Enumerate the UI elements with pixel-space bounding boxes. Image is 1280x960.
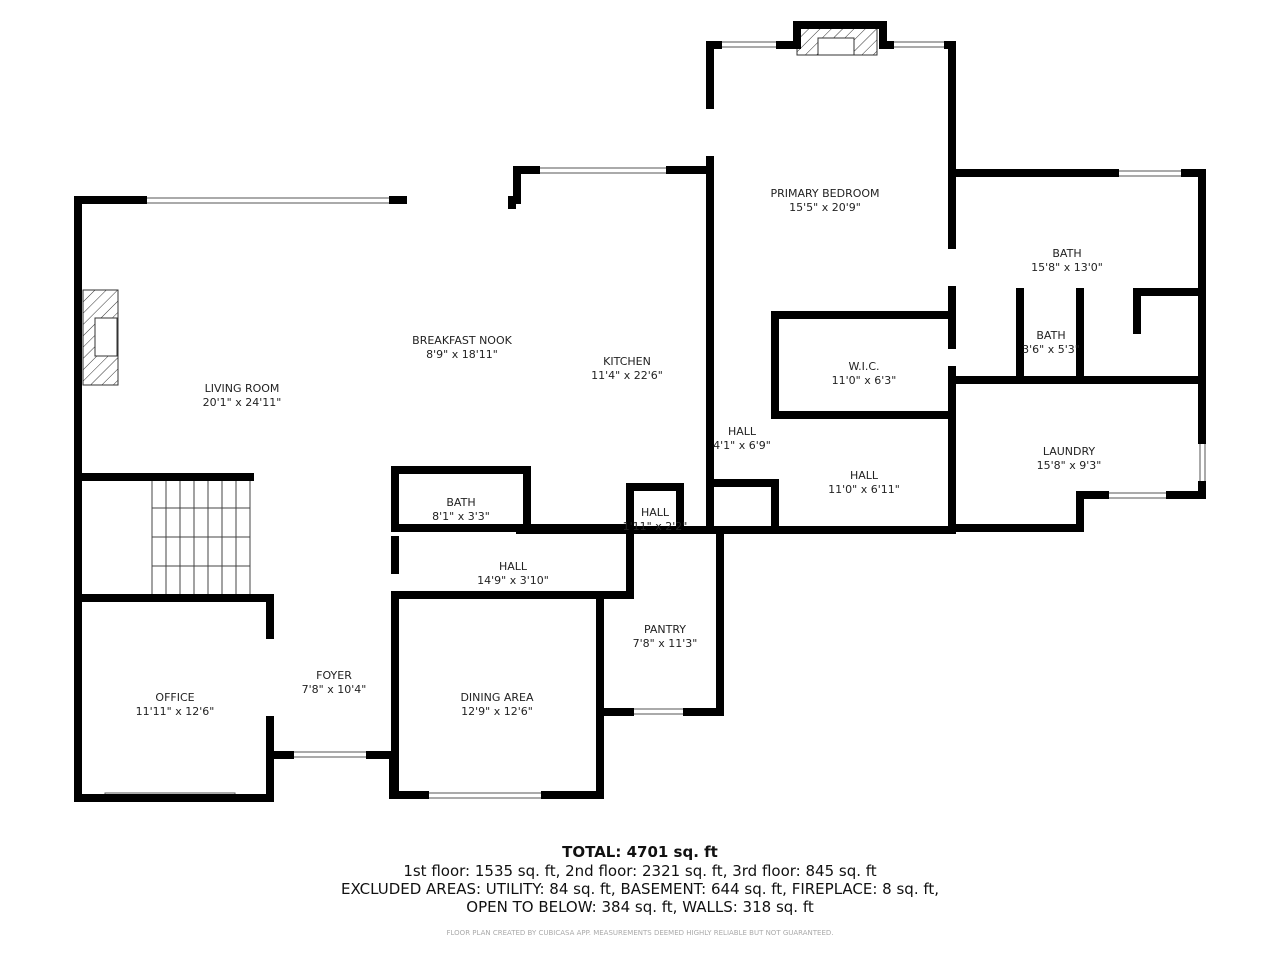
svg-text:LAUNDRY: LAUNDRY — [1043, 445, 1096, 458]
svg-text:BATH: BATH — [1052, 247, 1081, 260]
svg-text:KITCHEN: KITCHEN — [603, 355, 651, 368]
svg-text:HALL: HALL — [499, 560, 528, 573]
svg-text:OFFICE: OFFICE — [155, 691, 194, 704]
fireplaces — [82, 24, 878, 386]
svg-text:BREAKFAST NOOK: BREAKFAST NOOK — [412, 334, 512, 347]
svg-text:3'6" x 5'3": 3'6" x 5'3" — [1022, 343, 1080, 356]
svg-text:8'1" x 3'3": 8'1" x 3'3" — [432, 510, 490, 523]
svg-text:12'9" x 12'6": 12'9" x 12'6" — [461, 705, 533, 718]
svg-text:8'9" x 18'11": 8'9" x 18'11" — [426, 348, 498, 361]
svg-text:15'8" x 9'3": 15'8" x 9'3" — [1037, 459, 1102, 472]
svg-text:7'8" x 11'3": 7'8" x 11'3" — [633, 637, 698, 650]
svg-text:1'11" x 2'2": 1'11" x 2'2" — [623, 520, 688, 533]
windows — [104, 41, 1206, 799]
svg-text:11'0" x 6'3": 11'0" x 6'3" — [832, 374, 897, 387]
svg-text:LIVING ROOM: LIVING ROOM — [205, 382, 280, 395]
svg-text:HALL: HALL — [728, 425, 757, 438]
svg-text:4'1" x 6'9": 4'1" x 6'9" — [713, 439, 771, 452]
room-wic: W.I.C.11'0" x 6'3" — [832, 360, 897, 387]
svg-text:11'11" x 12'6": 11'11" x 12'6" — [136, 705, 215, 718]
svg-text:20'1" x 24'11": 20'1" x 24'11" — [203, 396, 282, 409]
svg-text:BATH: BATH — [1036, 329, 1065, 342]
svg-text:FOYER: FOYER — [316, 669, 352, 682]
svg-text:DINING AREA: DINING AREA — [460, 691, 534, 704]
stairs — [151, 477, 251, 596]
svg-text:PANTRY: PANTRY — [644, 623, 686, 636]
excluded-areas-continued: OPEN TO BELOW: 384 sq. ft, WALLS: 318 sq… — [466, 898, 814, 916]
svg-text:HALL: HALL — [850, 469, 879, 482]
walls — [74, 21, 1206, 802]
svg-text:14'9" x 3'10": 14'9" x 3'10" — [477, 574, 549, 587]
svg-text:W.I.C.: W.I.C. — [848, 360, 879, 373]
svg-text:HALL: HALL — [641, 506, 670, 519]
svg-text:11'4" x 22'6": 11'4" x 22'6" — [591, 369, 663, 382]
svg-text:BATH: BATH — [446, 496, 475, 509]
svg-text:15'5" x 20'9": 15'5" x 20'9" — [789, 201, 861, 214]
floor-areas: 1st floor: 1535 sq. ft, 2nd floor: 2321 … — [403, 862, 877, 880]
total-area: TOTAL: 4701 sq. ft — [562, 843, 718, 861]
credit-note: FLOOR PLAN CREATED BY CUBICASA APP. MEAS… — [446, 929, 834, 937]
svg-text:11'0" x 6'11": 11'0" x 6'11" — [828, 483, 900, 496]
svg-text:7'8" x 10'4": 7'8" x 10'4" — [302, 683, 367, 696]
svg-text:15'8" x 13'0": 15'8" x 13'0" — [1031, 261, 1103, 274]
excluded-areas: EXCLUDED AREAS: UTILITY: 84 sq. ft, BASE… — [340, 880, 940, 898]
svg-text:PRIMARY BEDROOM: PRIMARY BEDROOM — [770, 187, 879, 200]
